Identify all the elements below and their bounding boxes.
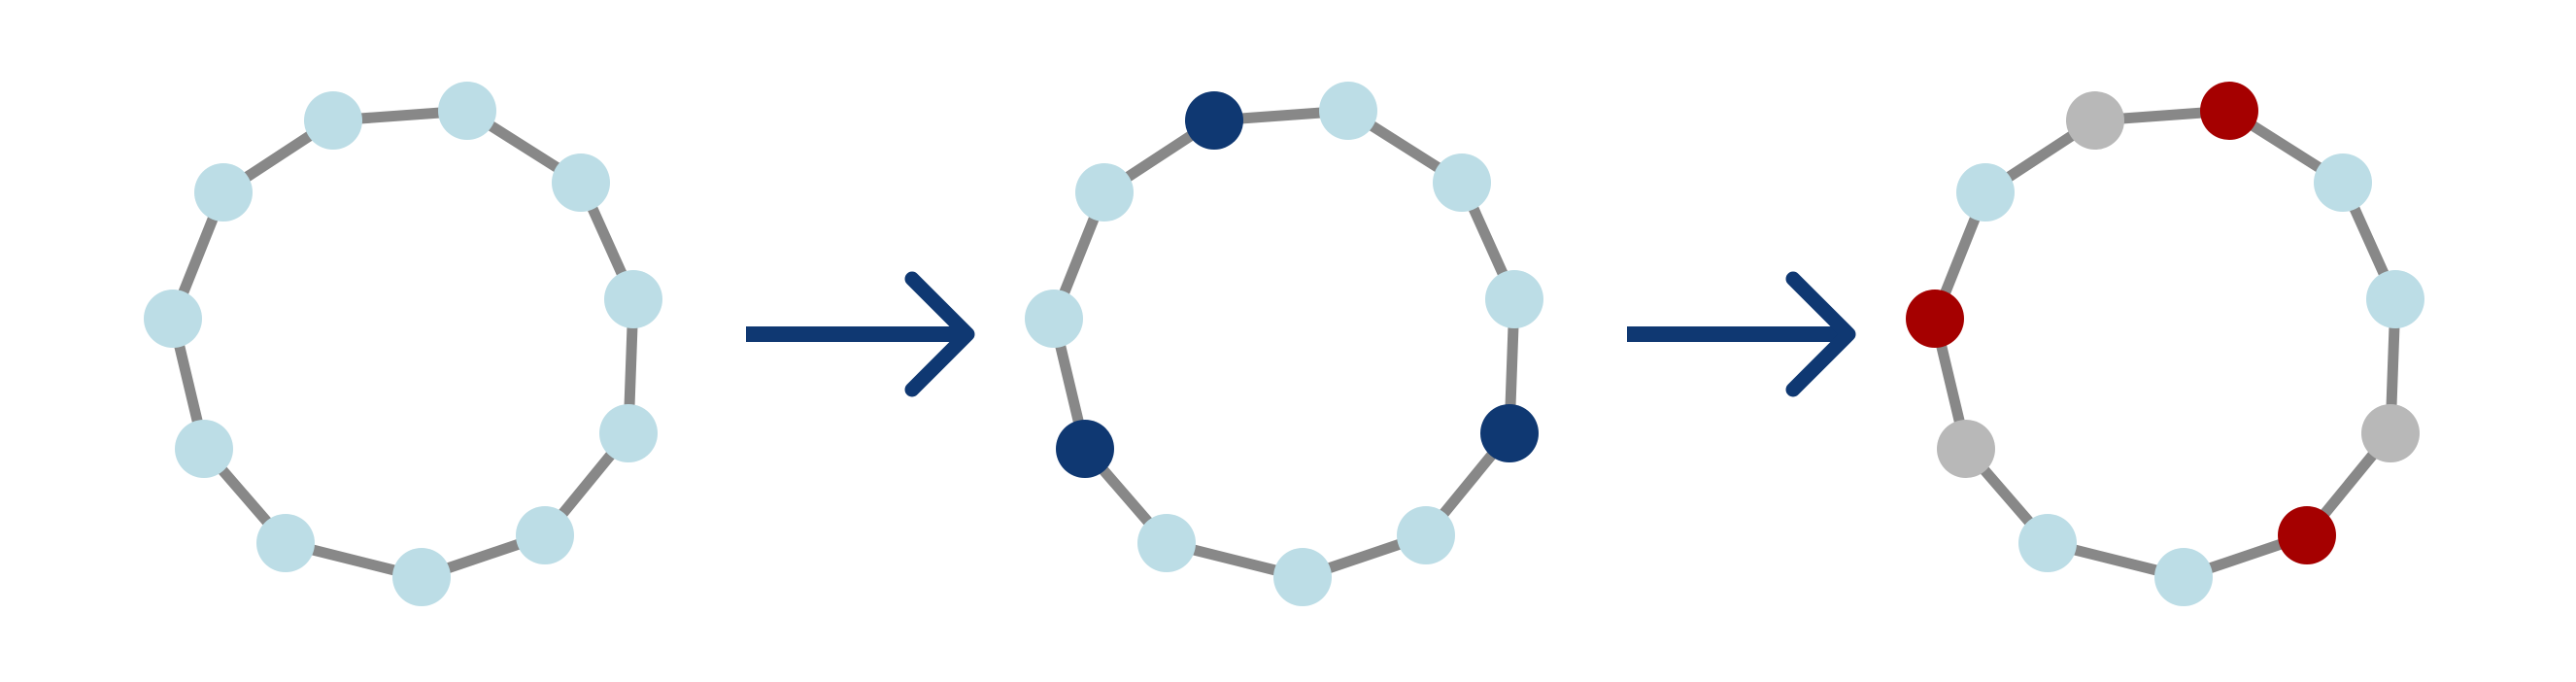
graph-node-default <box>2018 514 2077 572</box>
graph-node-default <box>144 290 202 348</box>
graph-node-default <box>2314 153 2372 212</box>
graph-node-default <box>1273 548 1332 606</box>
graph-node-default <box>194 163 253 222</box>
graph-node-default <box>552 153 610 212</box>
graph-node-default <box>1397 506 1455 564</box>
graph-node-default <box>1075 163 1134 222</box>
graph-node-blue <box>1480 404 1539 462</box>
right-arrow-icon <box>1627 271 1856 397</box>
graph-node-gray <box>2066 91 2124 150</box>
ring-graph-result <box>1906 82 2424 606</box>
graph-node-default <box>599 404 658 462</box>
graph-node-default <box>1137 514 1196 572</box>
graph-node-default <box>304 91 362 150</box>
ring-graph-initial <box>144 82 662 606</box>
graph-node-gray <box>1937 420 1995 478</box>
graph-node-default <box>438 82 496 140</box>
graph-node-red <box>2278 506 2336 564</box>
graph-node-default <box>1956 163 2015 222</box>
graph-node-default <box>1485 270 1543 328</box>
graph-node-red <box>2200 82 2258 140</box>
graph-node-default <box>1025 290 1083 348</box>
graph-node-default <box>2366 270 2424 328</box>
graph-node-default <box>256 514 315 572</box>
graph-node-default <box>175 420 233 478</box>
graph-node-default <box>1319 82 1377 140</box>
graph-node-blue <box>1056 420 1114 478</box>
graph-node-red <box>1906 290 1964 348</box>
right-arrow-icon <box>746 271 975 397</box>
graph-node-default <box>2154 548 2213 606</box>
graph-node-default <box>604 270 662 328</box>
arrow-head <box>1785 271 1856 397</box>
graph-node-blue <box>1185 91 1243 150</box>
graph-node-default <box>516 506 574 564</box>
ring-graph-selected <box>1025 82 1543 606</box>
graph-node-default <box>1433 153 1491 212</box>
graph-node-gray <box>2361 404 2420 462</box>
graph-node-default <box>392 548 451 606</box>
arrow-head <box>904 271 975 397</box>
